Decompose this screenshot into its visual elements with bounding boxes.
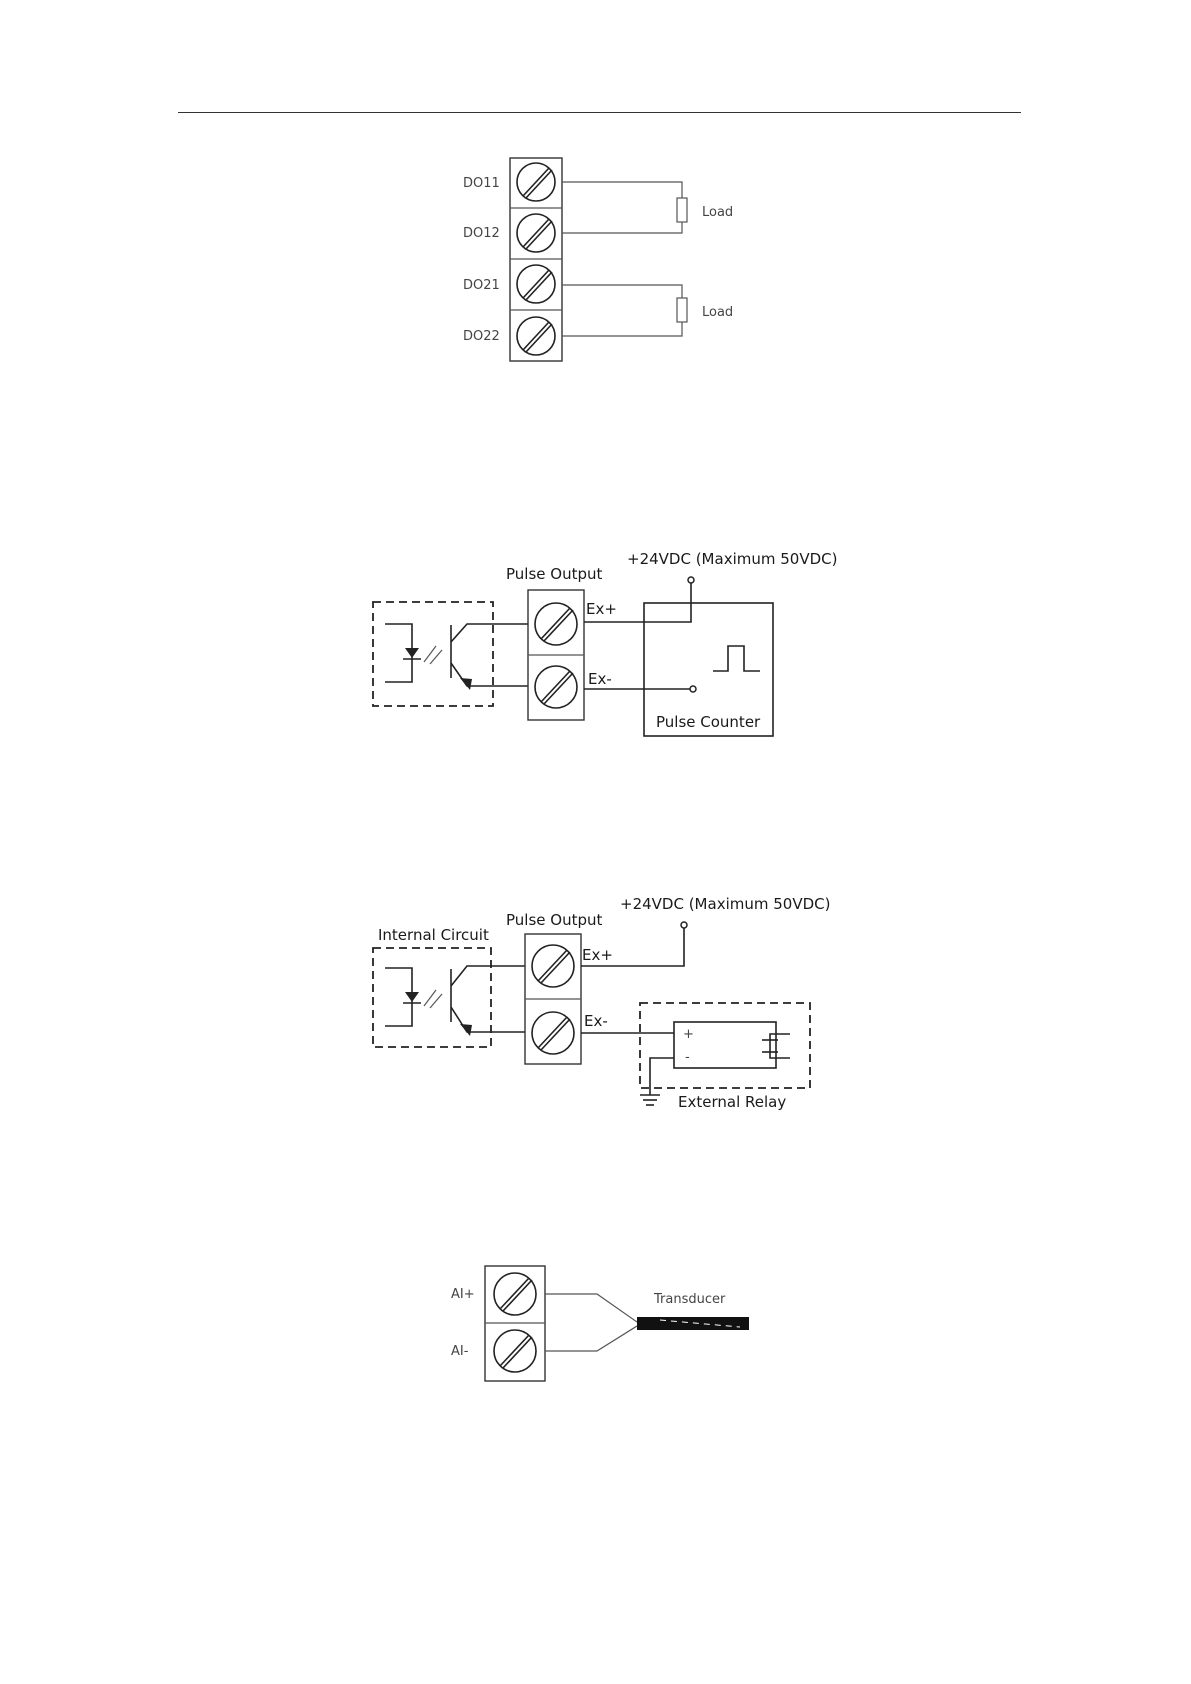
screw-icon (532, 1012, 574, 1054)
pin-label-ex-minus-2: Ex- (584, 1012, 608, 1030)
optocoupler-icon (385, 624, 530, 690)
supply-label-2: +24VDC (Maximum 50VDC) (620, 895, 830, 913)
internal-circuit-label: Internal Circuit (378, 926, 489, 944)
resistor-icon (677, 298, 687, 322)
pulse-output-label-2: Pulse Output (506, 911, 602, 929)
transducer-label: Transducer (653, 1292, 726, 1307)
analog-input-diagram: AI+ AI- Transducer (451, 1266, 749, 1381)
screw-icon (494, 1330, 536, 1372)
pin-label-ex-plus: Ex+ (586, 600, 617, 618)
pulse-counter-label: Pulse Counter (656, 713, 761, 731)
terminal-label-do11: DO11 (463, 176, 500, 191)
load-label-1: Load (702, 205, 733, 220)
terminal-label-do12: DO12 (463, 226, 500, 241)
screw-icon (517, 214, 555, 252)
terminal-label-ai-minus: AI- (451, 1344, 469, 1359)
screw-icon (517, 317, 555, 355)
resistor-icon (677, 198, 687, 222)
pin-label-ex-plus-2: Ex+ (582, 946, 613, 964)
ground-icon (640, 1058, 674, 1105)
load-label-2: Load (702, 305, 733, 320)
optocoupler-icon (385, 966, 527, 1036)
transducer-cable (637, 1317, 749, 1330)
external-relay-label: External Relay (678, 1093, 786, 1111)
relay-minus-label: - (685, 1050, 690, 1065)
screw-icon (535, 603, 577, 645)
screw-icon (535, 666, 577, 708)
relay-output-diagram: DO11 DO12 DO21 DO22 (463, 158, 733, 361)
pin-label-ex-minus: Ex- (588, 670, 612, 688)
relay-plus-label: + (683, 1027, 694, 1042)
supply-label: +24VDC (Maximum 50VDC) (627, 550, 837, 568)
screw-icon (532, 945, 574, 987)
screw-icon (517, 265, 555, 303)
terminal-label-do21: DO21 (463, 278, 500, 293)
internal-circuit-box (373, 602, 493, 706)
external-relay-box (640, 1003, 810, 1088)
load-wire-2 (562, 285, 687, 336)
pulse-counter-diagram: Pulse Output +24VDC (Maximum 50VDC) (373, 550, 837, 736)
pulse-waveform-icon (713, 646, 760, 671)
pulse-relay-diagram: Internal Circuit Pulse Output +24VDC (Ma… (373, 895, 830, 1111)
screw-icon (517, 163, 555, 201)
pulse-output-label: Pulse Output (506, 565, 602, 583)
terminal-label-do22: DO22 (463, 329, 500, 344)
terminal-label-ai-plus: AI+ (451, 1287, 475, 1302)
screw-icon (494, 1273, 536, 1315)
load-wire-1 (562, 182, 687, 233)
